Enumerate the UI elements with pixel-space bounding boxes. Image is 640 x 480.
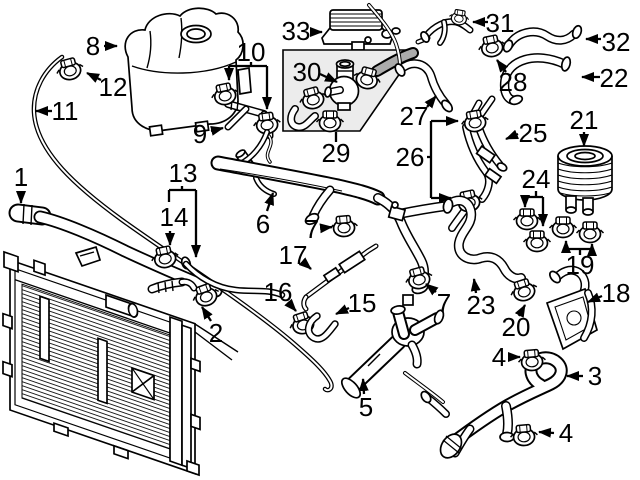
clamp-19-a [548, 216, 578, 239]
callout-18-label: 18 [602, 278, 631, 308]
callout-31: 31 [472, 8, 515, 38]
callout-29: 29 [322, 132, 351, 168]
callout-12-label: 12 [99, 72, 128, 102]
s-hose-32 [502, 24, 583, 53]
callout-19: 19 [561, 240, 597, 280]
callout-21: 21 [570, 105, 599, 147]
callout-26: 26 [396, 116, 459, 203]
callout-4-upper-label: 4 [492, 342, 506, 372]
callout-3: 3 [566, 361, 602, 391]
callout-6-label: 6 [256, 209, 270, 239]
callout-22: 22 [581, 63, 629, 93]
radiator-side-tank [169, 315, 183, 467]
callout-8-label: 8 [86, 31, 100, 61]
callout-4-upper: 4 [492, 342, 521, 372]
callout-14: 14 [160, 202, 189, 246]
callout-31-label: 31 [486, 8, 515, 38]
callout-15: 15 [335, 288, 377, 318]
callout-8: 8 [86, 31, 118, 61]
callout-4-lower-label: 4 [559, 418, 573, 448]
callout-2-label: 2 [209, 318, 223, 348]
callout-25-label: 25 [519, 118, 548, 148]
callout-23: 23 [467, 278, 496, 320]
callout-11-label: 11 [52, 96, 79, 126]
radiator-shroud-edge [194, 323, 239, 361]
callout-33: 33 [282, 16, 323, 46]
clamp-7-left [328, 214, 360, 239]
callout-2: 2 [201, 306, 223, 348]
elbow-hose-27 [367, 3, 454, 113]
hose-13-assembly [147, 256, 286, 299]
callout-27-label: 27 [400, 101, 429, 131]
callout-24: 24 [520, 164, 551, 227]
callout-13: 13 [167, 158, 201, 258]
callout-3-label: 3 [588, 361, 602, 391]
callout-14-label: 14 [160, 202, 189, 232]
clamp-4-lower [508, 423, 540, 448]
callout-5-label: 5 [359, 392, 373, 422]
callout-11: 11 [35, 96, 79, 126]
radiator-x-brace [131, 366, 155, 401]
oil-cooler-21 [557, 145, 613, 216]
callout-1: 1 [14, 162, 28, 204]
callout-26-label: 26 [396, 142, 425, 172]
callout-13-label: 13 [169, 158, 198, 188]
callout-32: 32 [585, 27, 631, 57]
callout-6: 6 [256, 192, 275, 239]
clamp-24-a [512, 208, 542, 231]
callout-33-label: 33 [282, 16, 311, 46]
callout-10-label: 10 [237, 37, 266, 67]
callout-29-label: 29 [322, 138, 351, 168]
hose-clip [74, 245, 102, 268]
y-branch-hose-3 [403, 351, 568, 459]
callout-24-label: 24 [522, 164, 551, 194]
callout-5: 5 [359, 378, 373, 422]
u-hose-22 [499, 53, 572, 106]
callout-23-label: 23 [467, 290, 496, 320]
clamp-24-b [522, 230, 552, 253]
callout-17: 17 [279, 240, 312, 270]
callout-25: 25 [505, 118, 548, 148]
callout-17-label: 17 [279, 240, 308, 270]
callout-30: 30 [293, 57, 338, 87]
s-hose-23 [444, 195, 526, 284]
callout-15-label: 15 [348, 288, 377, 318]
water-pipe-assembly-5 [340, 294, 445, 399]
thermostat-housing-30 [324, 59, 360, 111]
callout-30-label: 30 [293, 57, 322, 87]
radiator [2, 250, 201, 477]
expansion-tank [124, 7, 252, 137]
callout-22-label: 22 [600, 63, 629, 93]
branch-hose-31 [415, 7, 474, 46]
callout-27: 27 [400, 95, 437, 131]
callout-16: 16 [264, 277, 297, 312]
callout-1-label: 1 [14, 162, 28, 192]
callout-28-label: 28 [499, 67, 528, 97]
callout-20: 20 [502, 304, 531, 342]
thermostat-kit-box-29 [282, 47, 419, 133]
clamp-19-b [575, 221, 605, 244]
callout-21-label: 21 [570, 105, 599, 135]
callout-18: 18 [587, 278, 631, 308]
callout-28: 28 [496, 59, 528, 97]
callout-9-label: 9 [193, 119, 207, 149]
callout-7-right: 7 [425, 283, 451, 318]
callout-4-lower: 4 [538, 418, 573, 448]
callout-12: 12 [86, 71, 128, 102]
callout-20-label: 20 [502, 312, 531, 342]
vent-tube-17 [301, 243, 379, 312]
callout-9: 9 [193, 119, 224, 149]
callout-7-left-label: 7 [305, 214, 319, 244]
callout-7-left: 7 [305, 214, 333, 244]
callout-16-label: 16 [264, 277, 293, 307]
callout-10: 10 [224, 37, 272, 110]
short-hose-15 [304, 312, 339, 343]
callout-7-right-label: 7 [437, 288, 451, 318]
hose-with-bracket-18 [545, 265, 599, 351]
callout-32-label: 32 [602, 27, 631, 57]
callouts: 1 2 3 4 4 5 6 7 7 8 9 10 11 12 13 14 15 … [14, 8, 631, 448]
callout-19-label: 19 [566, 250, 595, 280]
